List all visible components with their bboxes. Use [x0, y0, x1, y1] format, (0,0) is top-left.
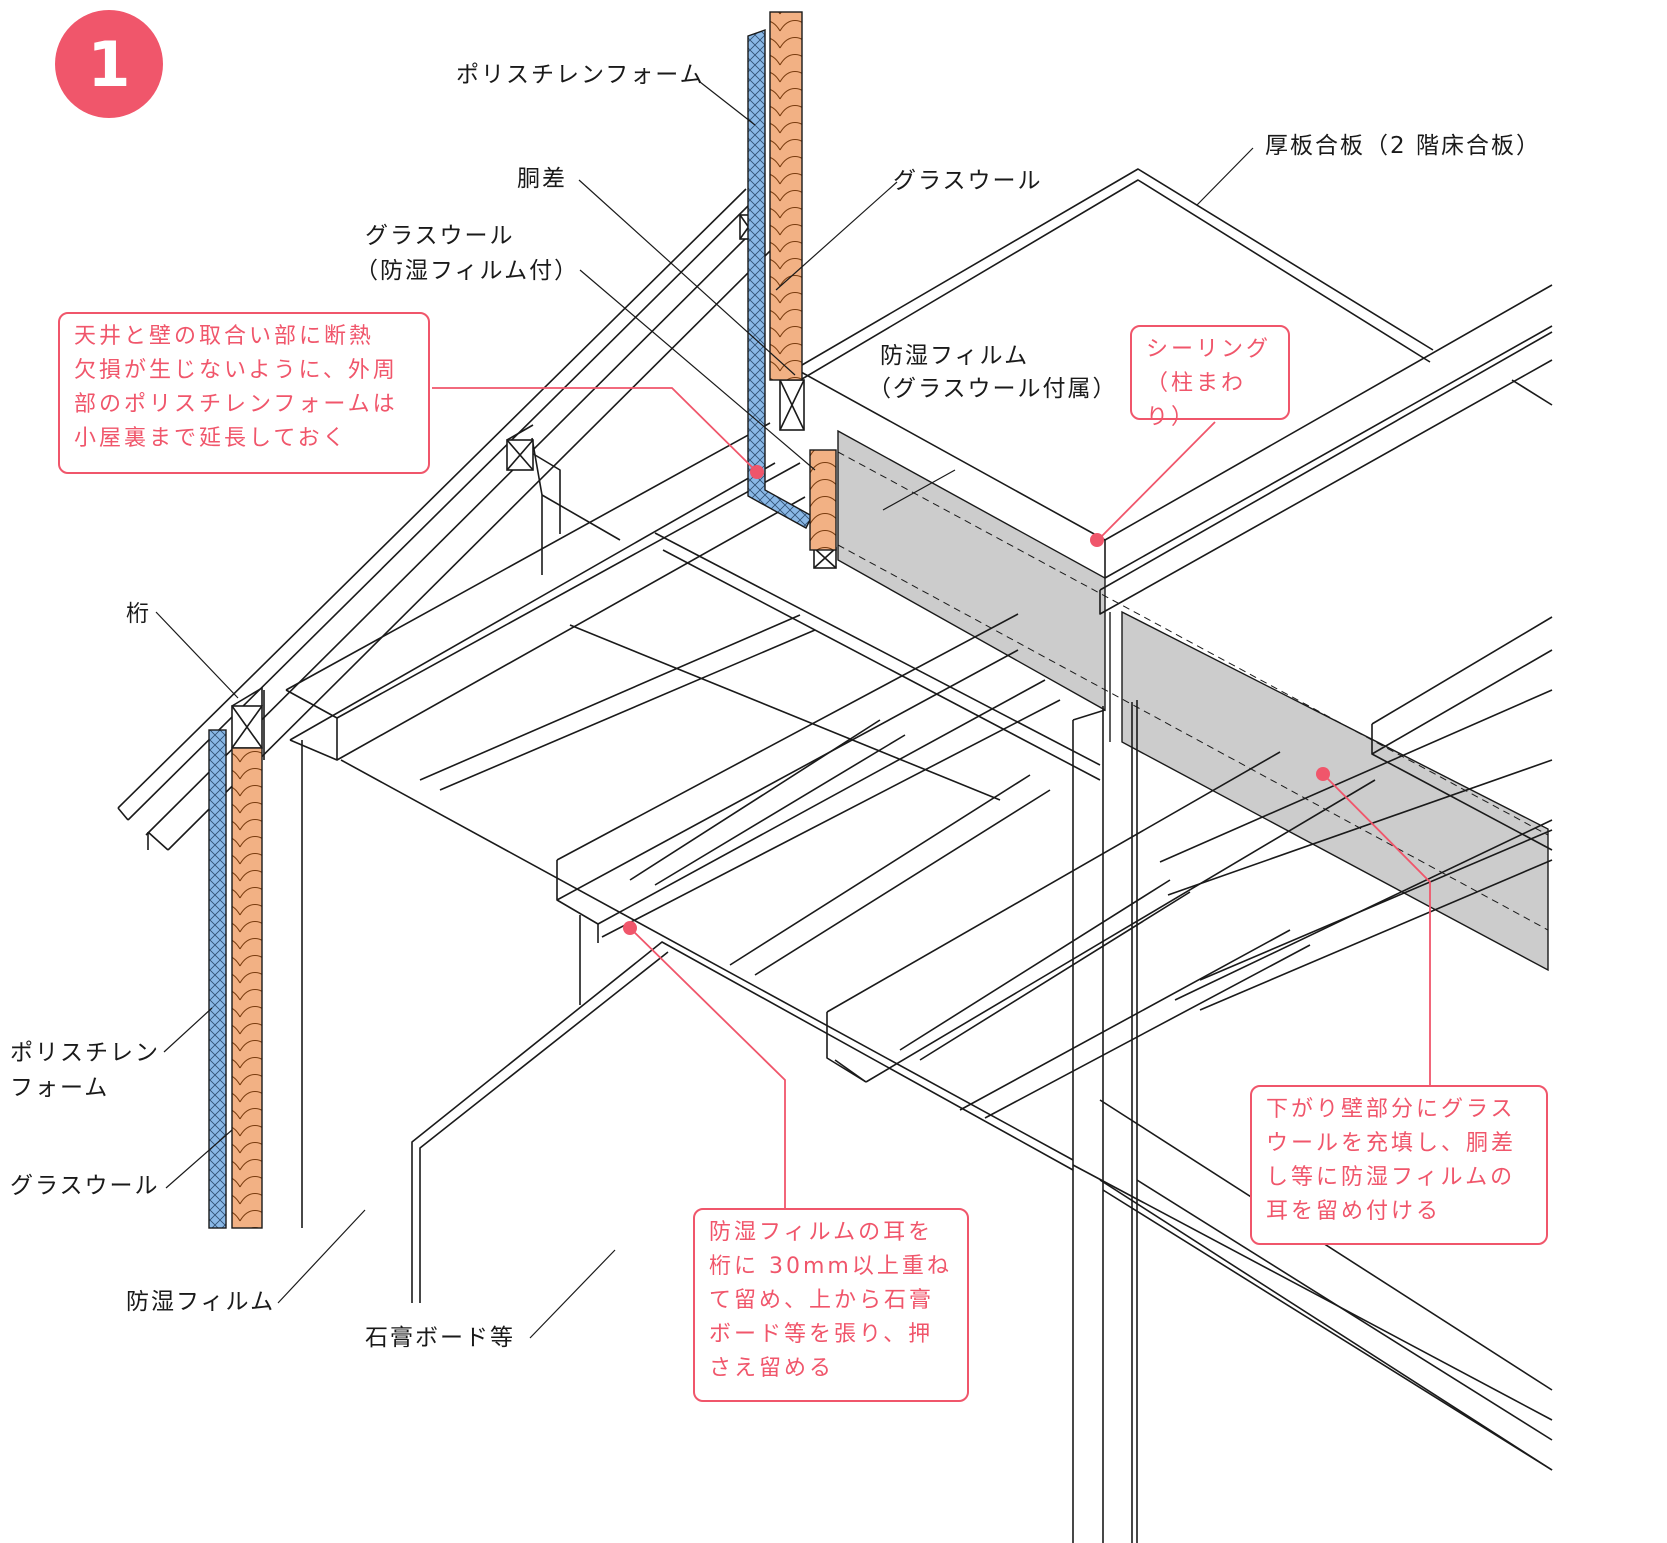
label-dosashi: 胴差	[517, 166, 567, 192]
note-hanging-wall: 下がり壁部分にグラス ウールを充填し、胴差 し等に防湿フィルムの 耳を留め付ける	[1250, 1085, 1548, 1245]
label-glasswool-film-1: グラスウール	[365, 223, 515, 249]
label-film-attached-2: （グラスウール付属）	[868, 376, 1118, 402]
label-glasswool-top: グラスウール	[893, 168, 1043, 194]
label-keta: 桁	[126, 601, 151, 627]
callout-leaders	[432, 387, 1431, 1208]
left-wall-insulation	[208, 729, 263, 1229]
timber-sections	[231, 214, 837, 749]
upper-glasswool	[769, 11, 803, 381]
label-polystyrene-left-1: ポリスチレン	[10, 1040, 160, 1066]
label-gypsum: 石膏ボード等	[365, 1325, 515, 1351]
label-glasswool-left: グラスウール	[10, 1173, 160, 1199]
hanging-wall-glasswool	[809, 449, 837, 551]
label-glasswool-film-2: （防湿フィルム付）	[355, 258, 580, 284]
film-panel	[837, 429, 1549, 972]
label-polystyrene-left-2: フォーム	[10, 1075, 110, 1101]
note-film-ear: 防湿フィルムの耳を 桁に 30mm以上重ね て留め、上から石膏 ボード等を張り、…	[693, 1208, 969, 1402]
left-polystyrene	[208, 729, 227, 1229]
left-glasswool	[231, 747, 263, 1229]
label-film-attached-1: 防湿フィルム	[880, 343, 1030, 369]
leader-lines	[155, 81, 1254, 1339]
label-film-bottom: 防湿フィルム	[126, 1289, 276, 1315]
step-number-badge: 1	[55, 10, 163, 118]
note-sealing: シーリング （柱まわり）	[1130, 325, 1290, 430]
framing-lines	[117, 168, 1553, 1543]
label-polystyrene-top: ポリスチレンフォーム	[456, 62, 705, 88]
upper-wall-insulation	[747, 11, 837, 551]
callout-dots	[623, 465, 1330, 935]
note-ceiling-wall: 天井と壁の取合い部に断熱 欠損が生じないように、外周 部のポリスチレンフォームは…	[58, 312, 430, 474]
label-plywood: 厚板合板（2 階床合板）	[1265, 133, 1541, 159]
